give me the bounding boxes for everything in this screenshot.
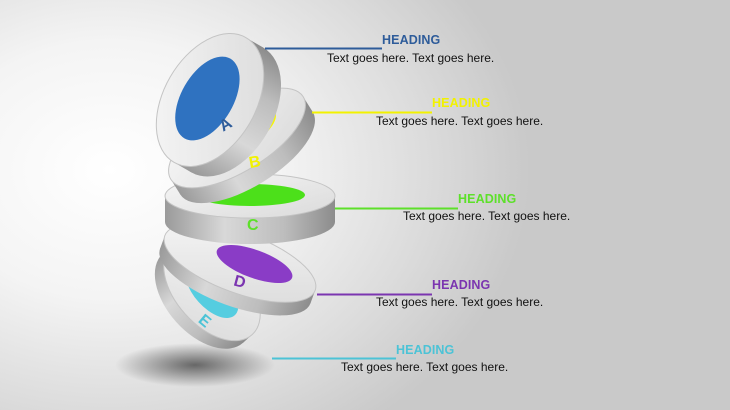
text-d: Text goes here. Text goes here. — [376, 295, 544, 309]
heading-d: HEADING — [432, 278, 491, 292]
text-a: Text goes here. Text goes here. — [327, 51, 495, 65]
heading-c: HEADING — [458, 192, 517, 206]
disc-letter-b: B — [248, 153, 262, 172]
text-e: Text goes here. Text goes here. — [341, 360, 509, 374]
floor-shadow — [115, 343, 275, 387]
heading-a: HEADING — [382, 33, 441, 47]
heading-e: HEADING — [396, 343, 455, 357]
text-b: Text goes here. Text goes here. — [376, 114, 544, 128]
heading-b: HEADING — [432, 96, 491, 110]
disc-d — [159, 223, 317, 316]
disc-letter-c: C — [247, 217, 259, 234]
disc-a — [155, 33, 282, 177]
disc-letter-d: D — [232, 273, 248, 292]
text-c: Text goes here. Text goes here. — [403, 209, 571, 223]
